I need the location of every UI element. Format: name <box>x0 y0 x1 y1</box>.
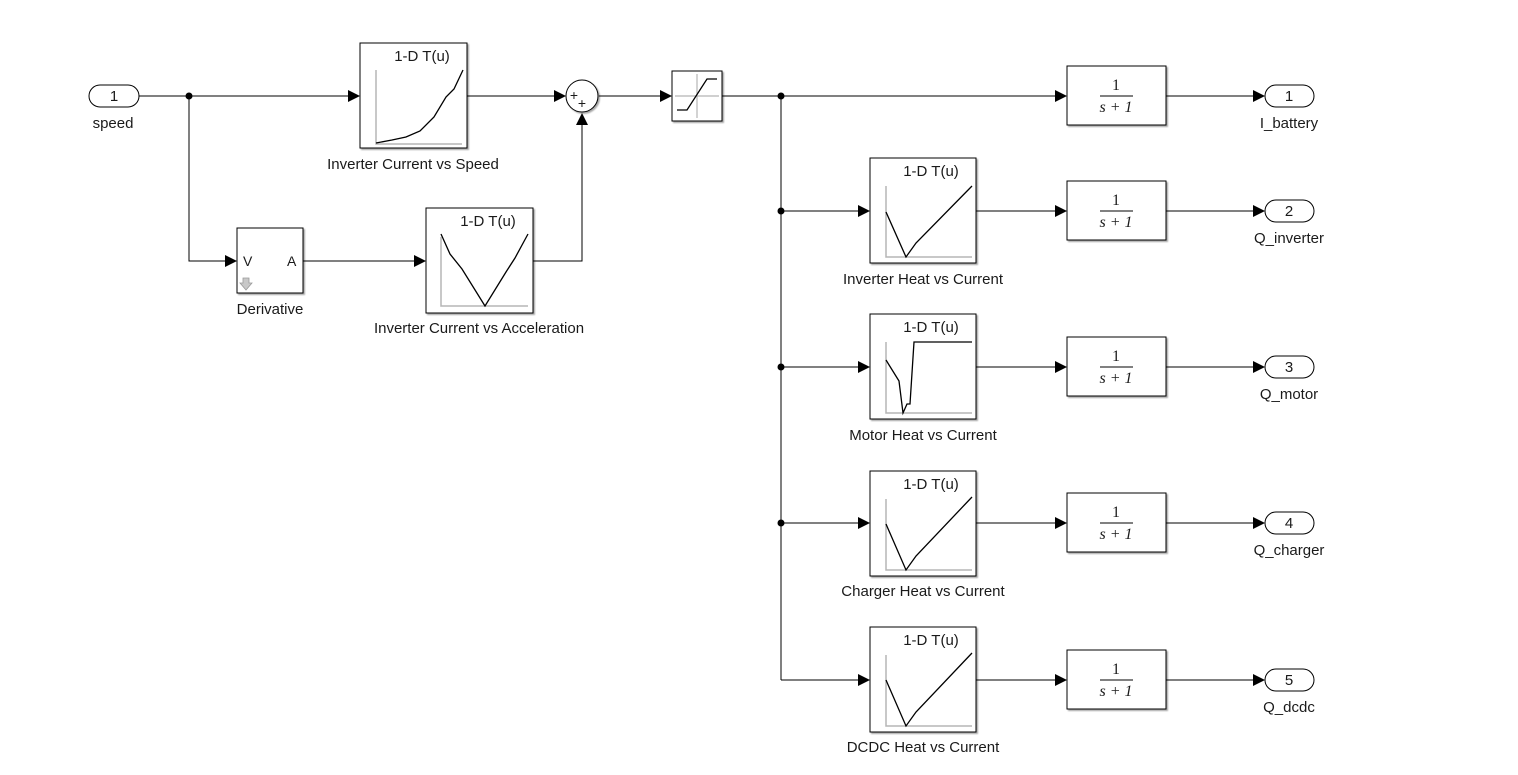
lookup-title: 1-D T(u) <box>394 48 450 65</box>
outport-label: Q_charger <box>1254 542 1325 559</box>
inport-speed[interactable]: 1 speed <box>88 84 140 132</box>
branch-point <box>777 363 785 371</box>
sum-block[interactable]: + + <box>565 79 599 113</box>
saturation-block[interactable] <box>671 70 723 122</box>
lookup-curve-icon <box>885 496 973 572</box>
outport-number: 3 <box>1285 359 1293 376</box>
transfer-fcn-4[interactable]: 1 s + 1 <box>1066 492 1167 553</box>
transfer-fcn-3[interactable]: 1 s + 1 <box>1066 336 1167 397</box>
inport-label: speed <box>93 115 134 132</box>
inport-number: 1 <box>110 88 118 105</box>
derivative-label: Derivative <box>237 301 304 318</box>
lookup-label: Charger Heat vs Current <box>841 583 1005 600</box>
outport-q-motor[interactable]: 3 Q_motor <box>1260 355 1318 403</box>
derivative-output-port-label: A <box>287 253 297 269</box>
sum-sign-bottom: + <box>578 95 586 111</box>
lookup-curve-icon <box>440 233 529 308</box>
tf-denominator: s + 1 <box>1099 99 1132 116</box>
lookup-table-motor-heat[interactable]: 1-D T(u) Motor Heat vs Current <box>849 313 998 444</box>
tf-numerator: 1 <box>1112 348 1120 365</box>
tf-denominator: s + 1 <box>1099 526 1132 543</box>
tf-denominator: s + 1 <box>1099 370 1132 387</box>
derivative-block[interactable]: V A Derivative <box>236 227 304 318</box>
lookup-label: Inverter Heat vs Current <box>843 271 1004 288</box>
lookup-label: DCDC Heat vs Current <box>847 739 1000 756</box>
lookup-curve-icon <box>375 69 464 145</box>
lookup-curve-icon <box>885 341 972 416</box>
outport-q-inverter[interactable]: 2 Q_inverter <box>1254 199 1324 247</box>
sum-sign-left: + <box>570 87 578 103</box>
tf-denominator: s + 1 <box>1099 214 1132 231</box>
lookup-title: 1-D T(u) <box>460 213 516 230</box>
outport-number: 2 <box>1285 203 1293 220</box>
tf-numerator: 1 <box>1112 661 1120 678</box>
signal-lookup2-to-sum[interactable] <box>533 113 588 262</box>
down-arrow-icon <box>239 277 253 291</box>
lookup-curve-icon <box>885 185 973 259</box>
outport-label: Q_dcdc <box>1263 699 1315 716</box>
tf-numerator: 1 <box>1112 192 1120 209</box>
transfer-fcn-5[interactable]: 1 s + 1 <box>1066 649 1167 710</box>
outport-number: 5 <box>1285 672 1293 689</box>
branch-point <box>185 92 193 100</box>
lookup-title: 1-D T(u) <box>903 163 959 180</box>
branch-points <box>185 92 785 527</box>
branch-point <box>777 519 785 527</box>
outport-q-charger[interactable]: 4 Q_charger <box>1254 511 1325 559</box>
lookup-title: 1-D T(u) <box>903 632 959 649</box>
lookup-label: Inverter Current vs Speed <box>327 156 499 173</box>
lookup-table-dcdc-heat[interactable]: 1-D T(u) DCDC Heat vs Current <box>847 626 1000 756</box>
outport-label: I_battery <box>1260 115 1319 132</box>
tf-numerator: 1 <box>1112 504 1120 521</box>
lookup-label: Motor Heat vs Current <box>849 427 997 444</box>
tf-denominator: s + 1 <box>1099 683 1132 700</box>
lookup-label: Inverter Current vs Acceleration <box>374 320 584 337</box>
outport-number: 1 <box>1285 88 1293 105</box>
transfer-fcn-2[interactable]: 1 s + 1 <box>1066 180 1167 241</box>
lookup-title: 1-D T(u) <box>903 476 959 493</box>
outport-number: 4 <box>1285 515 1293 532</box>
lookup-table-current-vs-speed[interactable]: 1-D T(u) Inverter Current vs Speed <box>327 42 499 173</box>
derivative-input-port-label: V <box>243 253 253 269</box>
lookup-table-inverter-heat[interactable]: 1-D T(u) Inverter Heat vs Current <box>843 157 1004 288</box>
saturation-icon <box>675 74 719 118</box>
branch-point <box>777 207 785 215</box>
branch-point <box>777 92 785 100</box>
lookup-curve-icon <box>885 652 973 728</box>
lookup-table-charger-heat[interactable]: 1-D T(u) Charger Heat vs Current <box>841 470 1006 600</box>
sum-icon <box>565 79 599 113</box>
lookup-title: 1-D T(u) <box>903 319 959 336</box>
signal-speed-to-derivative[interactable] <box>188 96 237 267</box>
tf-numerator: 1 <box>1112 77 1120 94</box>
lookup-table-current-vs-acceleration[interactable]: 1-D T(u) Inverter Current vs Acceleratio… <box>374 207 584 337</box>
outport-label: Q_motor <box>1260 386 1318 403</box>
outport-q-dcdc[interactable]: 5 Q_dcdc <box>1263 668 1315 716</box>
transfer-fcn-1[interactable]: 1 s + 1 <box>1066 65 1167 126</box>
outport-label: Q_inverter <box>1254 230 1324 247</box>
outport-i-battery[interactable]: 1 I_battery <box>1260 84 1319 132</box>
